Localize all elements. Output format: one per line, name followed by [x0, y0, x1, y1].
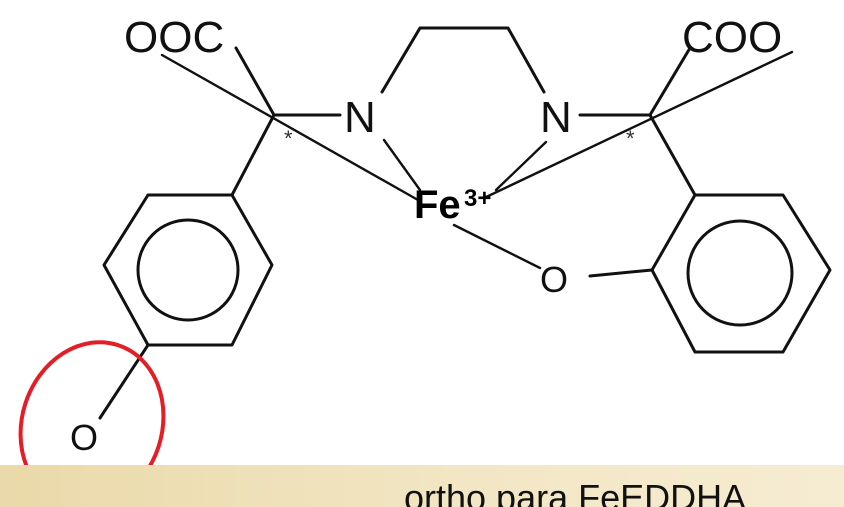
bond-right-carbon-ring — [648, 113, 697, 197]
caption-band — [0, 465, 844, 507]
carboxylate-left-label: OOC — [124, 13, 224, 62]
bond-left-carbon-ring — [230, 113, 276, 197]
nitrogen-right-label: N — [540, 93, 572, 142]
bond-right-carbon-carboxylate — [648, 46, 692, 117]
oxygen-left-label: O — [70, 417, 98, 458]
carboxylate-right-label: COO — [682, 13, 782, 62]
oxygen-right-label: O — [540, 259, 568, 300]
left-benzene-ring — [102, 193, 274, 347]
bond-left-carbon-carboxylate — [234, 46, 276, 117]
coordination-bond-right-carboxylate — [482, 50, 794, 200]
coordination-bond-left-carboxylate — [160, 53, 420, 202]
ethylene-bridge — [380, 26, 546, 94]
coordination-bond-right-nitrogen — [494, 140, 548, 192]
stereocenter-right-marker: * — [626, 126, 635, 151]
right-ring-aromatic-circle — [686, 219, 794, 327]
bond-right-ring-oxygen — [588, 268, 654, 278]
nitrogen-left-label: N — [344, 93, 376, 142]
left-ring-aromatic-circle — [136, 218, 240, 322]
right-benzene-ring — [650, 193, 832, 354]
coordination-bond-left-nitrogen — [382, 138, 422, 192]
coordination-bond-right-phenolate — [452, 223, 542, 270]
iron-charge-label: 3+ — [464, 185, 491, 212]
bond-left-ring-oxygen — [98, 343, 150, 420]
stereocenter-left-marker: * — [284, 126, 293, 151]
iron-ion-label: Fe — [414, 183, 461, 227]
caption-text: ortho para FeEDDHA — [404, 477, 747, 507]
